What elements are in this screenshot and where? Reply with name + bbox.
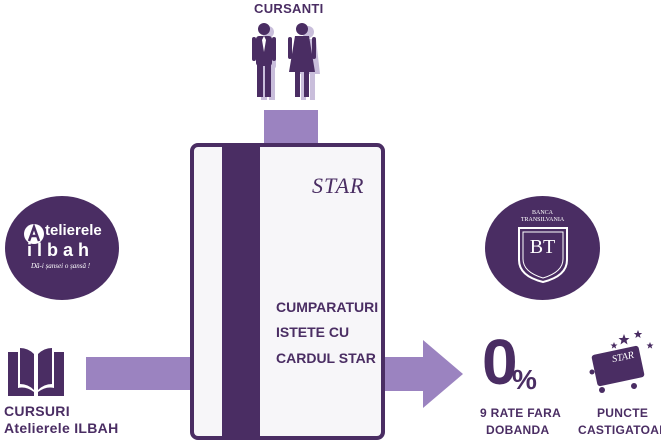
card-slogan-line2: ISTETE CU bbox=[276, 324, 350, 340]
card-slogan-line3: CARDUL STAR bbox=[276, 350, 376, 366]
card-brand: STAR bbox=[312, 173, 365, 198]
ilbah-logo-word1: telierele bbox=[45, 222, 102, 239]
bank-logo-initials: BT bbox=[529, 236, 556, 258]
bank-logo-line2: TRANSILVANIA bbox=[520, 217, 565, 223]
arrow-right-icon bbox=[385, 340, 463, 408]
zero-digit: 0 bbox=[482, 326, 518, 398]
rates-label-line2: DOBANDA bbox=[486, 423, 550, 437]
ilbah-logo: telierele ilbah Dă-i șansei o șansă ! bbox=[5, 196, 119, 300]
card-slogan-line1: CUMPARATURI bbox=[276, 299, 379, 315]
connector-left bbox=[86, 357, 194, 390]
ilbah-logo-word2: ilbah bbox=[27, 240, 95, 260]
ilbah-logo-tagline: Dă-i șansei o șansă ! bbox=[31, 262, 91, 270]
connector-top bbox=[264, 110, 318, 144]
courses-label-line2: Atelierele ILBAH bbox=[4, 420, 119, 436]
card-stripe bbox=[222, 143, 260, 440]
percent-sign: % bbox=[512, 364, 537, 395]
courses-label-line1: CURSURI bbox=[4, 403, 70, 419]
bank-logo: BANCA TRANSILVANIA BT bbox=[485, 196, 600, 300]
points-label-line2: CASTIGATOARE bbox=[578, 423, 661, 437]
zero-interest: 0 % bbox=[482, 330, 552, 405]
star-card: STAR CUMPARATURI ISTETE CU CARDUL STAR bbox=[190, 143, 385, 440]
points-label-line1: PUNCTE bbox=[597, 406, 649, 420]
rates-label-line1: 9 RATE FARA bbox=[480, 406, 562, 420]
bank-logo-line1: BANCA bbox=[531, 210, 553, 216]
students-icon bbox=[252, 23, 320, 100]
bank-shield-icon bbox=[518, 227, 568, 284]
book-icon bbox=[8, 348, 64, 396]
students-label: CURSANTI bbox=[254, 1, 324, 16]
ilbah-a-icon bbox=[24, 223, 44, 244]
points-card-icon bbox=[589, 330, 654, 393]
